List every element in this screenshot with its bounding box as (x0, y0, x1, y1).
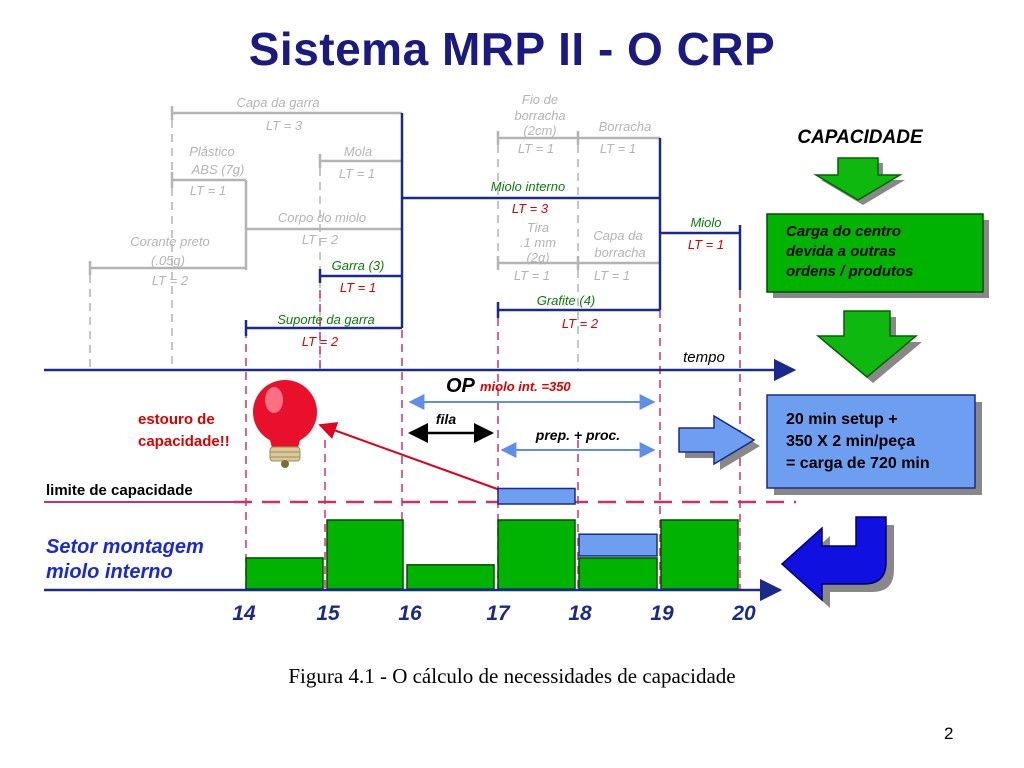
lt-tira: LT = 1 (514, 268, 550, 283)
label-capa-borracha-2: borracha (594, 245, 645, 260)
down-arrow-icon-2 (815, 310, 922, 383)
estouro-label-1: estouro de (138, 411, 215, 428)
lt-corpo-miolo: LT = 2 (302, 232, 339, 247)
load-bar-15 (326, 519, 404, 590)
return-arrow-icon (780, 516, 894, 608)
tempo-label: tempo (683, 349, 725, 366)
label-fio-2: borracha (514, 108, 565, 123)
tick-label-17: 17 (486, 602, 511, 625)
carga-box: Carga do centro devida a outras ordens /… (766, 213, 989, 298)
slide-title: Sistema MRP II - O CRP (248, 23, 776, 75)
right-arrow-icon (678, 414, 760, 470)
lt-grafite: LT = 2 (562, 316, 599, 331)
lt-fio: LT = 1 (518, 141, 554, 156)
fila-label: fila (436, 411, 456, 427)
lt-mola: LT = 1 (339, 166, 375, 181)
op-sub-label: miolo int. =350 (480, 379, 571, 394)
figure-caption: Figura 4.1 - O cálculo de necessidades d… (288, 664, 736, 688)
setor-label-1: Setor montagem (46, 536, 204, 558)
lt-plastico: LT = 1 (190, 183, 226, 198)
lt-capa-garra: LT = 3 (266, 118, 303, 133)
time-ticks: 14 15 16 17 18 19 20 (232, 602, 756, 625)
label-corpo-miolo: Corpo do miolo (278, 210, 366, 225)
lt-capa-borracha: LT = 1 (594, 268, 630, 283)
label-corante-1: Corante preto (130, 234, 210, 249)
lt-garra: LT = 1 (340, 280, 376, 295)
label-grafite: Grafite (4) (537, 293, 596, 308)
page-number: 2 (944, 724, 954, 743)
tick-label-14: 14 (232, 602, 256, 625)
op-label: OP (446, 375, 476, 397)
prep-proc-label: prep. + proc. (535, 427, 620, 443)
lt-miolo: LT = 1 (688, 237, 724, 252)
op-load-bar-17 (497, 487, 576, 505)
tick-label-18: 18 (568, 602, 592, 625)
lt-miolo-interno: LT = 3 (512, 201, 549, 216)
estouro-label-2: capacidade!! (138, 433, 230, 450)
label-corante-2: (.05g) (151, 253, 185, 268)
tick-label-15: 15 (316, 602, 340, 625)
bom-navy-lines (244, 113, 742, 336)
label-plastico-1: Plástico (189, 144, 235, 159)
down-arrow-icon (813, 157, 905, 205)
capacidade-label: CAPACIDADE (797, 127, 924, 148)
carga-line-3: ordens / produtos (786, 263, 914, 280)
load-bar-19 (660, 519, 739, 590)
bom-labels: Capa da garra LT = 3 Plástico ABS (7g) L… (130, 92, 724, 349)
load-bar-16 (406, 564, 495, 590)
label-suporte: Suporte da garra (277, 312, 375, 327)
calc-line-2: 350 X 2 min/peça (786, 433, 915, 450)
load-bar-14 (245, 557, 324, 590)
calc-line-1: 20 min setup + (786, 411, 898, 428)
op-load-bar-18 (578, 533, 658, 557)
label-mola: Mola (344, 144, 372, 159)
overload-arrow (318, 422, 501, 491)
label-borracha: Borracha (599, 119, 652, 134)
load-bars (245, 487, 739, 590)
tick-label-16: 16 (398, 602, 422, 625)
label-capa-borracha-1: Capa da (593, 228, 642, 243)
limite-label: limite de capacidade (46, 482, 193, 499)
lt-corante: LT = 2 (152, 273, 189, 288)
label-miolo-interno: Miolo interno (491, 179, 565, 194)
label-tira-2: .1 mm (520, 235, 556, 250)
load-bar-17 (497, 519, 576, 590)
label-garra: Garra (3) (332, 258, 385, 273)
label-miolo: Miolo (690, 215, 721, 230)
lt-borracha: LT = 1 (600, 141, 636, 156)
label-plastico-2: ABS (7g) (191, 162, 245, 177)
label-capa-garra: Capa da garra (236, 95, 319, 110)
tick-label-19: 19 (650, 602, 674, 625)
label-tira-1: Tira (527, 220, 549, 235)
carga-line-2: devida a outras (786, 243, 896, 260)
lt-suporte: LT = 2 (302, 334, 339, 349)
label-fio-3: (2cm) (523, 123, 556, 138)
label-tira-3: (2g) (526, 250, 549, 265)
load-bar-18 (578, 557, 658, 590)
carga-line-1: Carga do centro (786, 223, 901, 240)
calc-line-3: = carga de 720 min (786, 455, 930, 472)
bom-gray-lines (88, 106, 660, 275)
lightbulb-icon (253, 380, 317, 468)
calc-box: 20 min setup + 350 X 2 min/peça = carga … (766, 394, 982, 495)
label-fio-1: Fio de (522, 92, 558, 107)
setor-label-2: miolo interno (46, 561, 173, 583)
tick-label-20: 20 (731, 602, 756, 625)
